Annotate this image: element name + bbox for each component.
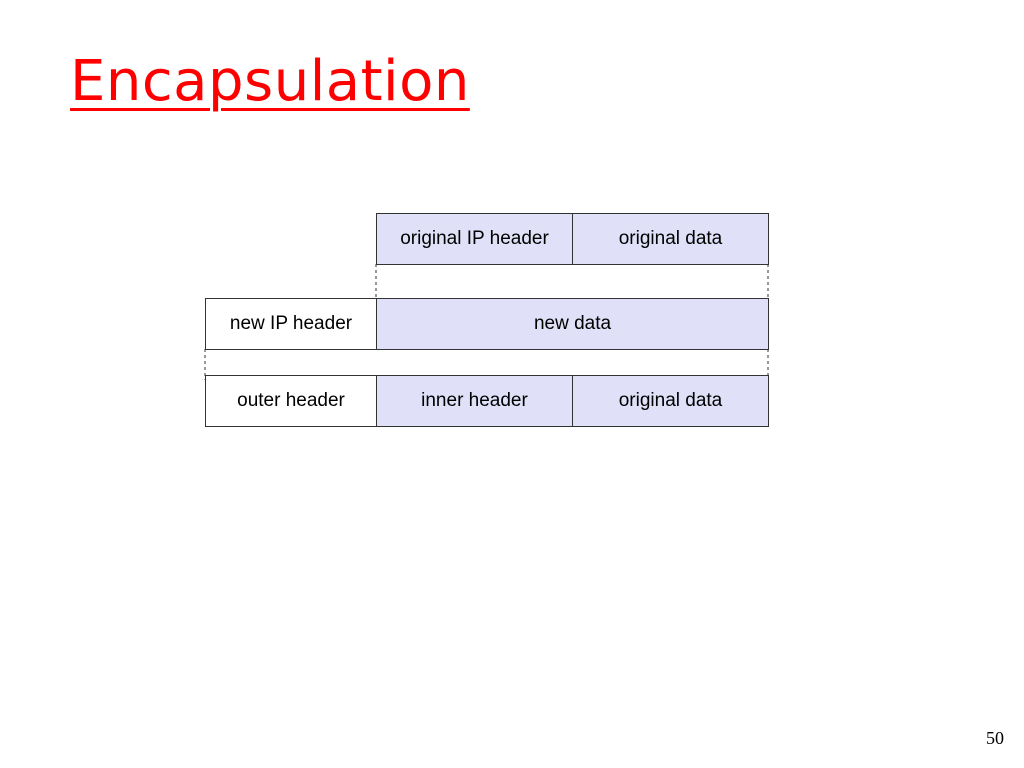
original-ip-header-box: original IP header xyxy=(376,213,573,265)
new-data-box: new data xyxy=(376,298,769,350)
inner-header-label: inner header xyxy=(421,390,528,411)
new-ip-header-label: new IP header xyxy=(229,313,353,334)
encapsulated-original-data-box: original data xyxy=(572,375,769,427)
encapsulated-original-data-label: original data xyxy=(618,390,723,411)
original-data-label: original data xyxy=(618,228,723,249)
original-ip-header-label: original IP header xyxy=(400,228,549,249)
original-data-box: original data xyxy=(572,213,769,265)
inner-header-box: inner header xyxy=(376,375,573,427)
new-data-label: new data xyxy=(533,313,612,334)
outer-header-box: outer header xyxy=(205,375,377,427)
new-ip-header-box: new IP header xyxy=(205,298,377,350)
outer-header-label: outer header xyxy=(237,390,345,411)
slide-title: Encapsulation xyxy=(70,49,470,114)
page-number: 50 xyxy=(986,728,1004,748)
